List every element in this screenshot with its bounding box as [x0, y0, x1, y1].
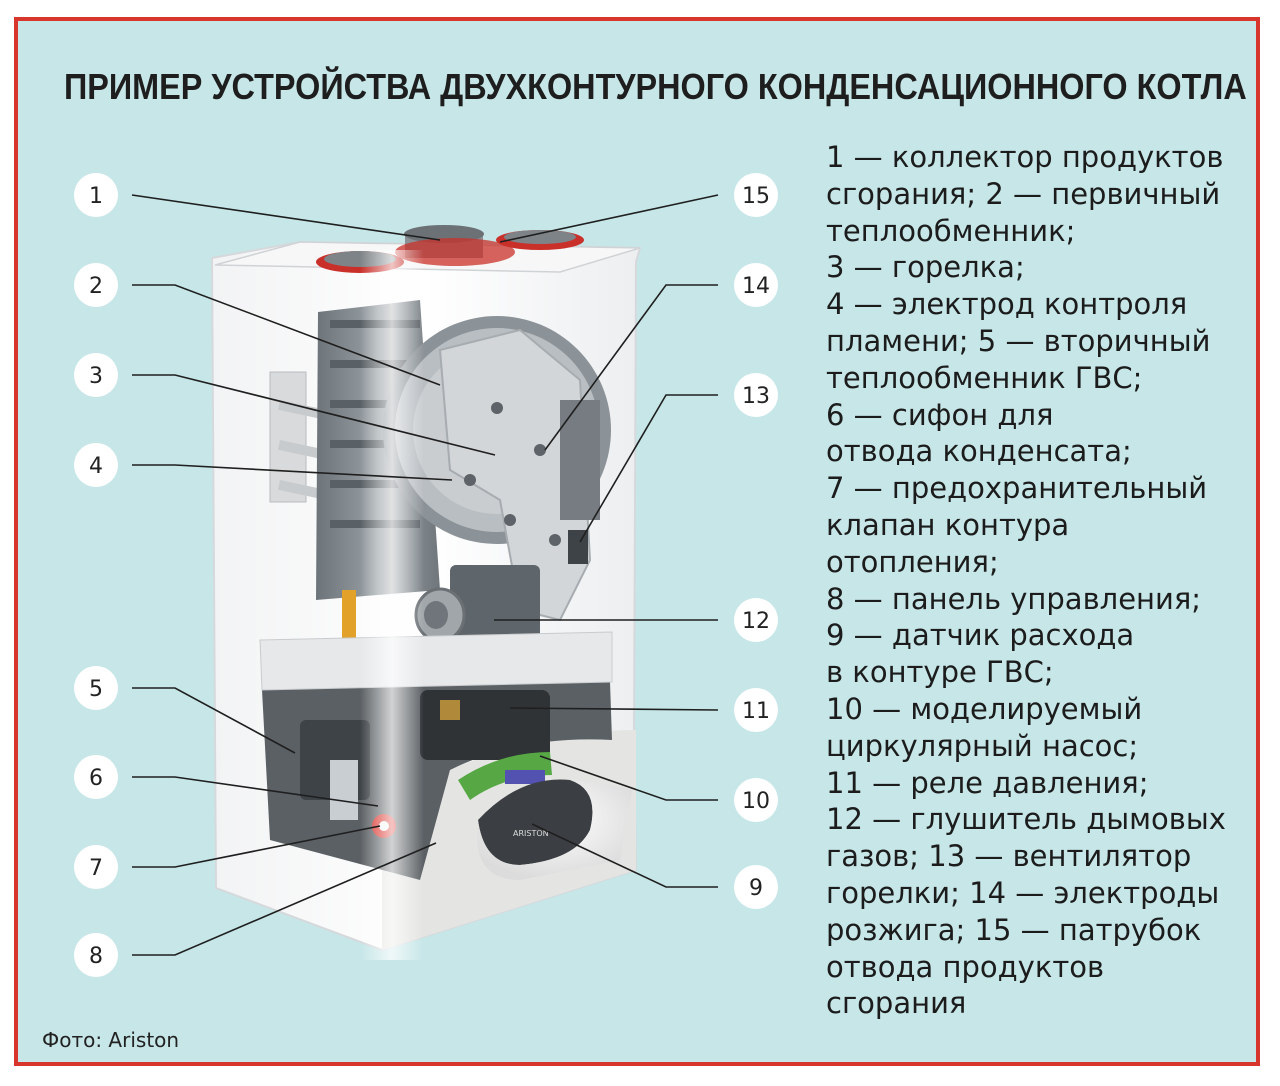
control-panel: ARISTON: [476, 779, 632, 880]
legend-line: отвода продуктов: [826, 949, 1105, 984]
legend-line: 7 — предохранительный: [826, 471, 1208, 506]
legend-line: 8 — панель управления;: [826, 581, 1202, 616]
callout-15: 15: [734, 173, 778, 217]
callout-3: 3: [74, 353, 118, 397]
legend-line: 6 — сифон для: [826, 397, 1054, 432]
legend-line: 4 — электрод контроля: [826, 287, 1188, 322]
callout-10: 10: [734, 778, 778, 822]
callout-4: 4: [74, 443, 118, 487]
legend-line: 1 — коллектор продуктов: [826, 140, 1224, 174]
legend-line: сгорания: [826, 986, 967, 1021]
callout-1: 1: [74, 173, 118, 217]
legend-line: в контуре ГВС;: [826, 655, 1054, 690]
legend-line: пламени; 5 — вторичный: [826, 323, 1211, 358]
svg-text:3: 3: [89, 364, 103, 389]
svg-text:10: 10: [742, 789, 770, 814]
callout-11: 11: [734, 688, 778, 732]
legend-text: 1 — коллектор продуктов сгорания; 2 — пе…: [826, 139, 1236, 1022]
svg-text:8: 8: [89, 944, 103, 969]
legend-line: отопления;: [826, 544, 999, 579]
callout-7: 7: [74, 845, 118, 889]
legend-line: теплообменник;: [826, 213, 1076, 248]
legend-line: циркулярный насос;: [826, 728, 1139, 763]
callout-13: 13: [734, 373, 778, 417]
leader-lines: [131, 194, 719, 956]
callout-2: 2: [74, 263, 118, 307]
svg-text:5: 5: [89, 677, 103, 702]
svg-text:12: 12: [742, 609, 770, 634]
svg-text:13: 13: [742, 384, 770, 409]
callout-5: 5: [74, 666, 118, 710]
svg-text:1: 1: [89, 184, 103, 209]
legend-line: 12 — глушитель дымовых: [826, 802, 1226, 837]
photo-credit: Фото: Ariston: [42, 1028, 180, 1052]
page-title: ПРИМЕР УСТРОЙСТВА ДВУХКОНТУРНОГО КОНДЕНС…: [64, 66, 1247, 107]
silencer-block: [414, 565, 540, 645]
legend-line: клапан контура: [826, 507, 1070, 542]
svg-text:9: 9: [749, 876, 763, 901]
brand-label: ARISTON: [513, 829, 549, 838]
flue-glow: [360, 250, 424, 960]
legend-line: теплообменник ГВС;: [826, 360, 1143, 395]
callout-9: 9: [734, 865, 778, 909]
callout-12: 12: [734, 598, 778, 642]
legend-line: газов; 13 — вентилятор: [826, 839, 1192, 874]
callout-6: 6: [74, 755, 118, 799]
legend-line: сгорания; 2 — первичный: [826, 176, 1221, 211]
svg-text:6: 6: [89, 766, 103, 791]
legend-line: 11 — реле давления;: [826, 765, 1149, 800]
svg-text:2: 2: [89, 274, 103, 299]
svg-text:15: 15: [742, 184, 770, 209]
legend-line: 10 — моделируемый: [826, 691, 1143, 726]
legend-line: 3 — горелка;: [826, 250, 1025, 285]
callout-14: 14: [734, 263, 778, 307]
legend-line: розжига; 15 — патрубок: [826, 912, 1202, 947]
svg-text:14: 14: [742, 274, 770, 299]
callout-8: 8: [74, 933, 118, 977]
svg-text:7: 7: [89, 856, 103, 881]
legend-line: горелки; 14 — электроды: [826, 875, 1220, 910]
svg-text:11: 11: [742, 699, 770, 724]
middle-shelf: [259, 631, 613, 691]
legend-line: 9 — датчик расхода: [826, 618, 1135, 653]
burner-housing: [383, 316, 611, 622]
legend-line: отвода конденсата;: [826, 434, 1132, 469]
svg-text:4: 4: [89, 454, 103, 479]
